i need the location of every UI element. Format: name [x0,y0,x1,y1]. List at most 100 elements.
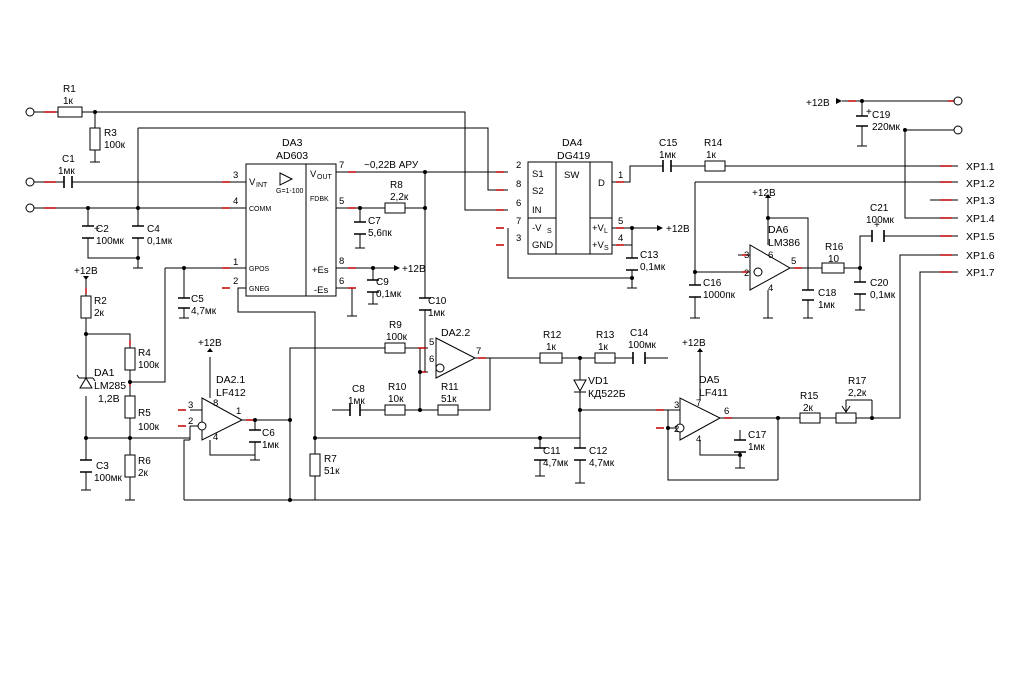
svg-text:DA6: DA6 [768,224,789,236]
svg-text:1000пк: 1000пк [703,290,736,301]
supply-terminal[interactable] [953,96,963,106]
svg-text:1мк: 1мк [818,300,835,311]
svg-text:5: 5 [339,196,344,207]
svg-text:5: 5 [618,216,623,227]
svg-text:5: 5 [791,256,796,267]
svg-text:R16: R16 [825,242,844,253]
svg-text:S2: S2 [532,186,544,197]
svg-text:4,7мк: 4,7мк [589,458,615,469]
resistor-r11 [437,404,459,416]
svg-text:4: 4 [213,432,218,443]
input-terminal-2[interactable] [25,177,35,187]
svg-text:+12В: +12В [402,264,426,275]
capacitor-c11 [534,447,546,461]
svg-text:4: 4 [233,196,238,207]
resistor-r3 [89,127,101,151]
svg-text:C12: C12 [589,446,608,457]
resistor-r10 [384,404,406,416]
svg-text:10: 10 [828,254,840,265]
svg-text:3: 3 [674,400,679,411]
svg-text:DG419: DG419 [557,150,590,162]
svg-text:7: 7 [696,398,701,409]
resistor-r6 [124,454,136,478]
svg-text:DA5: DA5 [699,374,720,386]
svg-text:C8: C8 [352,384,365,395]
svg-text:+: + [866,107,872,118]
svg-text:2к: 2к [803,403,814,414]
xp1-7-label: XP1.7 [966,267,995,279]
svg-text:+12В: +12В [806,98,830,109]
input-terminal-3[interactable] [25,203,35,213]
ground-terminal[interactable] [953,125,963,135]
svg-text:C21: C21 [870,203,889,214]
svg-text:2: 2 [233,276,238,287]
svg-text:R9: R9 [389,320,402,331]
supply-labels: +12В +12В +12В +12В +12В +12В +12В [74,98,842,352]
capacitor-c7 [354,221,366,235]
svg-text:C7: C7 [368,216,381,227]
resistor-r12 [539,352,563,364]
capacitors: C1 1мк + C2 100мк C4 0,1мк C5 4,7мк C3 1… [58,107,901,484]
svg-text:3: 3 [188,400,193,411]
svg-text:R10: R10 [388,382,407,393]
svg-text:R11: R11 [441,382,459,393]
svg-text:C16: C16 [703,278,722,289]
svg-text:S: S [604,245,609,252]
svg-text:-Es: -Es [314,285,329,296]
svg-text:LF412: LF412 [216,387,246,399]
arrow-up-icon [207,348,213,352]
svg-text:КД522Б: КД522Б [588,388,626,400]
svg-text:IN: IN [532,205,542,216]
svg-text:C14: C14 [630,328,649,339]
capacitor-c14 [632,352,646,364]
svg-text:R5: R5 [138,408,151,419]
opamp-da6: DA6 LM386 3 2 6 4 5 [744,224,800,294]
svg-text:1: 1 [233,257,238,268]
capacitor-c3 [80,459,92,473]
svg-text:2,2к: 2,2к [390,192,409,203]
svg-text:S: S [547,228,552,235]
arrow-right-icon [657,225,663,231]
svg-text:R2: R2 [94,296,107,307]
svg-text:2,2к: 2,2к [848,388,867,399]
svg-text:100к: 100к [138,360,160,371]
svg-text:+12В: +12В [666,224,690,235]
input-terminal-1[interactable] [25,107,35,117]
capacitor-c20 [854,281,866,295]
svg-text:SW: SW [564,170,579,181]
svg-text:7: 7 [476,346,481,357]
svg-text:1к: 1к [546,342,557,353]
capacitor-c1 [63,176,73,188]
svg-text:GND: GND [532,240,553,251]
svg-text:0,1мк: 0,1мк [870,290,896,301]
aru-note: ~0,22В АРУ [364,160,419,171]
svg-text:5: 5 [429,337,434,348]
svg-text:C11: C11 [543,446,561,457]
chip-da3: DA3 AD603 G=1-100 V INT COMM GPOS GNEG V… [233,137,344,297]
xp1-1-label: XP1.1 [966,161,995,173]
svg-text:7: 7 [339,160,344,171]
svg-text:8: 8 [339,256,344,267]
svg-text:DA2.2: DA2.2 [441,327,470,339]
svg-text:0,1мк: 0,1мк [376,289,402,300]
resistor-r8 [384,202,406,214]
svg-text:2к: 2к [138,468,149,479]
capacitor-c19 [856,115,868,127]
svg-text:0,1мк: 0,1мк [640,262,666,273]
svg-text:5,6пк: 5,6пк [368,228,392,239]
trimmer-r17 [835,412,857,424]
svg-text:1к: 1к [706,150,717,161]
svg-text:R12: R12 [543,330,562,341]
svg-text:LM285: LM285 [94,380,126,392]
input-terminals[interactable] [25,96,963,213]
svg-text:1мк: 1мк [348,396,365,407]
svg-text:+: + [94,224,100,235]
svg-text:G=1-100: G=1-100 [276,188,304,195]
resistor-r7 [309,453,321,477]
svg-text:COMM: COMM [249,206,271,213]
svg-text:R15: R15 [800,391,819,402]
svg-text:INT: INT [256,182,268,189]
amplifier-triangle-icon [279,172,294,186]
diode-vd1: VD1 КД522Б [573,375,626,400]
